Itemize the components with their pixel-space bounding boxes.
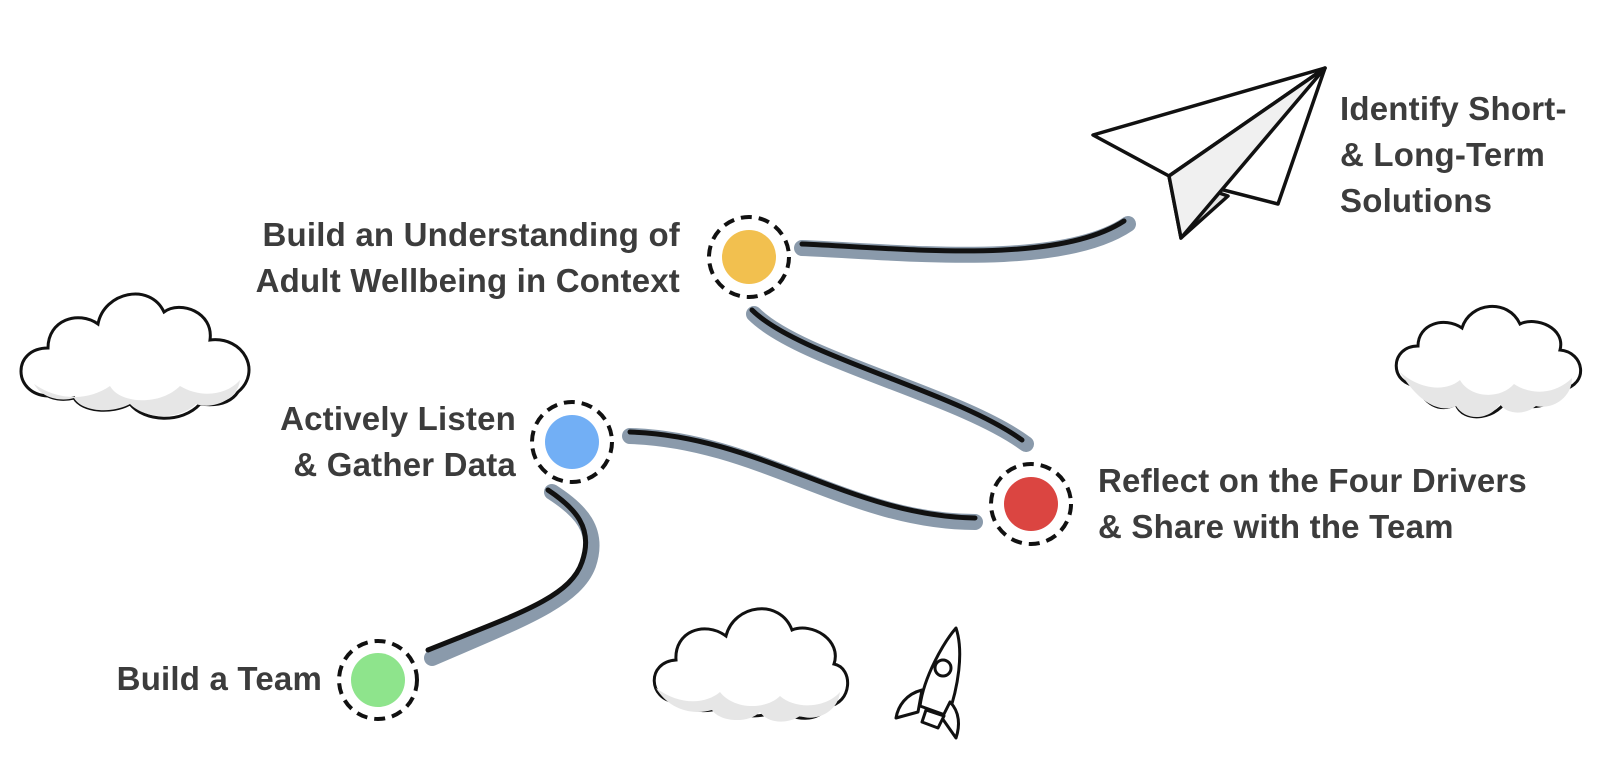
connector-team-to-listen [424, 484, 600, 666]
cloud-icon [1394, 305, 1582, 419]
step-label-build-team: Build a Team [116, 660, 322, 697]
cloud-icon [652, 607, 850, 722]
connector-listen-to-reflect [622, 428, 983, 530]
step-label-listen: Actively Listen & Gather Data [280, 400, 516, 483]
connector-understanding-to-solutions [794, 216, 1136, 263]
cloud-icon [19, 292, 251, 420]
step-marker-reflect [989, 462, 1073, 546]
connector-reflect-to-understanding [746, 306, 1034, 452]
step-marker-build-team [337, 639, 419, 721]
rocket-icon [894, 626, 962, 740]
step-label-reflect: Reflect on the Four Drivers & Share with… [1098, 462, 1527, 545]
step-marker-listen [530, 400, 614, 484]
step-label-understanding: Build an Understanding of Adult Wellbein… [255, 216, 680, 299]
step-label-solutions: Identify Short- & Long-Term Solutions [1340, 90, 1567, 219]
paper-plane-icon [1091, 66, 1327, 240]
step-marker-understanding [707, 215, 791, 299]
